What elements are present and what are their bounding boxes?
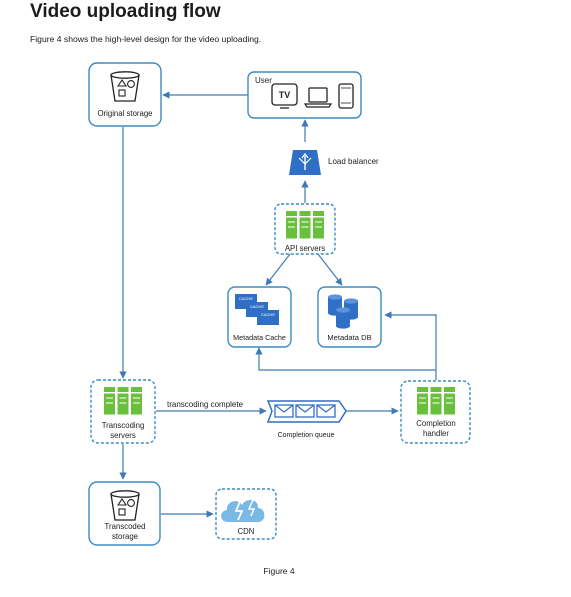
transcoding-servers-label-line1: Transcoding — [102, 421, 145, 430]
figure-caption: Figure 4 — [263, 566, 294, 576]
page-title: Video uploading flow — [30, 1, 221, 22]
transcoded-storage-label-line1: Transcoded — [105, 522, 146, 531]
node-transcoding-servers: Transcoding servers — [90, 379, 156, 444]
cache-tag-2: CACHE — [250, 304, 264, 309]
node-completion-handler: Completion handler — [400, 380, 471, 444]
edge-api-to-db — [317, 253, 343, 286]
transcoding-servers-label-line2: servers — [110, 431, 136, 440]
edge-handler-to-cache — [255, 347, 436, 371]
node-original-storage: Original storage — [88, 62, 162, 127]
phone-icon — [338, 83, 354, 109]
node-api-servers: API servers — [274, 203, 336, 255]
node-transcoded-storage: Transcoded storage — [88, 481, 161, 546]
api-servers-label: API servers — [285, 244, 325, 253]
node-metadata-db: Metadata DB — [317, 286, 382, 348]
node-completion-queue: Completion queue — [266, 400, 347, 439]
load-balancer-label: Load balancer — [328, 157, 379, 166]
tv-icon: TV — [271, 83, 298, 109]
server-icon — [103, 386, 143, 415]
edge-api-to-cache — [265, 253, 291, 286]
intro-text: Figure 4 shows the high-level design for… — [30, 34, 262, 44]
completion-handler-label-line1: Completion — [416, 419, 455, 428]
node-load-balancer: Load balancer — [289, 150, 379, 175]
queue-messages — [274, 404, 336, 418]
metadata-cache-label: Metadata Cache — [233, 333, 286, 342]
original-storage-label: Original storage — [97, 109, 152, 118]
bucket-icon — [110, 71, 140, 102]
edge-label-transcoding-complete: transcoding complete — [167, 400, 244, 409]
tv-icon-label: TV — [279, 90, 291, 100]
cdn-label: CDN — [238, 527, 255, 536]
metadata-db-label: Metadata DB — [327, 333, 371, 342]
bucket-icon — [110, 490, 140, 521]
completion-handler-label-line2: handler — [423, 429, 449, 438]
node-metadata-cache: CACHE CACHE CACHE Metadata Cache — [227, 286, 292, 348]
cache-tag-1: CACHE — [239, 296, 253, 301]
completion-queue-label: Completion queue — [278, 432, 335, 439]
load-balancer-icon — [289, 150, 321, 175]
cache-tag-3: CACHE — [261, 312, 275, 317]
user-label: User — [255, 76, 272, 85]
database-icon — [328, 294, 358, 329]
transcoded-storage-label-line2: storage — [112, 532, 138, 541]
node-cdn: CDN — [215, 488, 277, 540]
connectors: transcoding complete — [119, 91, 437, 518]
edge-handler-to-db — [384, 311, 437, 380]
cloud-icon — [221, 498, 265, 522]
server-icon — [285, 210, 325, 239]
server-icon — [416, 386, 456, 415]
cache-icon: CACHE CACHE CACHE — [235, 294, 279, 325]
laptop-icon — [303, 87, 333, 108]
node-user: User TV — [247, 71, 362, 119]
